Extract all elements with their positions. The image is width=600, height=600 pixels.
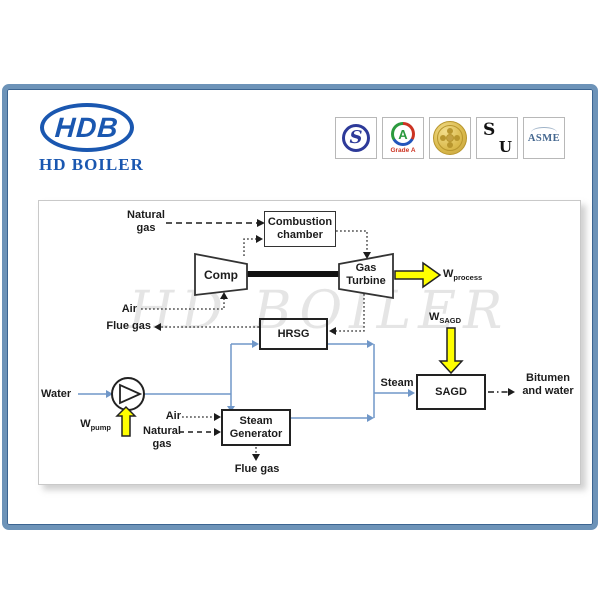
gold-medal-badge xyxy=(429,117,471,159)
sagd-box: SAGD xyxy=(416,374,486,410)
hdb-logo-monogram: HDB xyxy=(54,111,120,143)
hrsg-steam-arrowhead xyxy=(367,340,374,348)
asme-logo-badge: ASME xyxy=(523,117,565,159)
natural-gas-top-arrowhead xyxy=(257,219,265,227)
steam-to-sagd-arrowhead xyxy=(408,389,415,397)
grade-a-letter: A xyxy=(393,125,412,143)
w-sagd-arrow xyxy=(438,327,464,375)
air-top-line xyxy=(141,299,225,310)
hrsg-box: HRSG xyxy=(259,318,328,350)
product-card-frame: HDB HD BOILER S A Grade A xyxy=(2,84,598,530)
hdb-logo: HDB HD BOILER xyxy=(37,101,207,191)
flow-diagram-lines xyxy=(78,219,515,461)
water-arrowhead xyxy=(106,390,113,398)
bitumen-water-label: Bitumen and water xyxy=(522,372,574,397)
gas-turbine-label: Gas Turbine xyxy=(346,262,386,287)
su-stamp-s-letter: S xyxy=(483,120,496,140)
flue-gas-top-arrowhead xyxy=(154,323,161,331)
hdb-logo-ellipse-icon: HDB xyxy=(40,103,134,152)
steam-label: Steam xyxy=(380,377,414,389)
natural-gas-bottom-label: Natural gas xyxy=(143,425,181,450)
pump-triangle-icon xyxy=(119,383,143,405)
air-bottom-arrowhead xyxy=(214,413,221,421)
grade-a-badge: A Grade A xyxy=(382,117,424,159)
compressor-shape xyxy=(194,252,248,297)
water-label: Water xyxy=(41,388,72,400)
flue-gas-bottom-arrowhead xyxy=(252,454,260,461)
w-pump-arrow xyxy=(115,405,137,437)
w-process-arrow xyxy=(394,261,442,289)
compressor-label: Comp xyxy=(204,268,238,282)
su-stamp-u-letter: U xyxy=(498,138,512,156)
turbine-to-hrsg-arrowhead xyxy=(329,327,336,335)
hrsg-feed-arrowhead xyxy=(252,340,259,348)
steam-generator-box: Steam Generator xyxy=(221,409,291,446)
air-top-arrowhead xyxy=(220,292,228,299)
bitumen-arrowhead xyxy=(508,388,515,396)
sg-steam-arrowhead xyxy=(367,414,374,422)
comp-to-chamber-arrowhead xyxy=(256,235,263,243)
chamber-to-turbine-arrowhead xyxy=(363,252,371,259)
w-process-label: Wprocess xyxy=(443,268,483,283)
combustion-chamber-box: Combustion chamber xyxy=(264,211,336,247)
air-bottom-label: Air xyxy=(165,410,181,422)
asme-wordmark: ASME xyxy=(527,132,561,144)
grade-a-ring-icon: A xyxy=(390,122,415,146)
grade-a-caption: Grade A xyxy=(390,147,416,154)
comp-to-chamber-line xyxy=(243,238,256,256)
process-diagram-panel: HD BOILER xyxy=(38,200,581,485)
w-pump-label: Wpump xyxy=(80,418,111,433)
flue-gas-bottom-label: Flue gas xyxy=(234,463,280,475)
chamber-to-turbine-line xyxy=(336,230,368,252)
air-top-label: Air xyxy=(121,303,137,315)
certification-badges: S A Grade A S U xyxy=(335,117,565,159)
hd-boiler-wordmark: HD BOILER xyxy=(39,155,144,174)
shaft xyxy=(247,271,339,277)
turbine-to-hrsg-line xyxy=(336,294,365,332)
s-stamp-ring-icon: S xyxy=(342,124,370,152)
w-sagd-label: WSAGD xyxy=(429,311,462,326)
asme-swoosh-icon xyxy=(531,127,557,138)
natural-gas-bottom-arrowhead xyxy=(214,428,221,436)
gold-medal-icon xyxy=(433,121,467,155)
flue-gas-top-label: Flue gas xyxy=(106,320,151,332)
gas-turbine-shape xyxy=(338,252,394,300)
asme-su-stamp-badge: S U xyxy=(476,117,518,159)
asme-s-stamp-badge: S xyxy=(335,117,377,159)
s-stamp-letter: S xyxy=(349,127,363,148)
natural-gas-top-label: Natural gas xyxy=(127,209,165,234)
